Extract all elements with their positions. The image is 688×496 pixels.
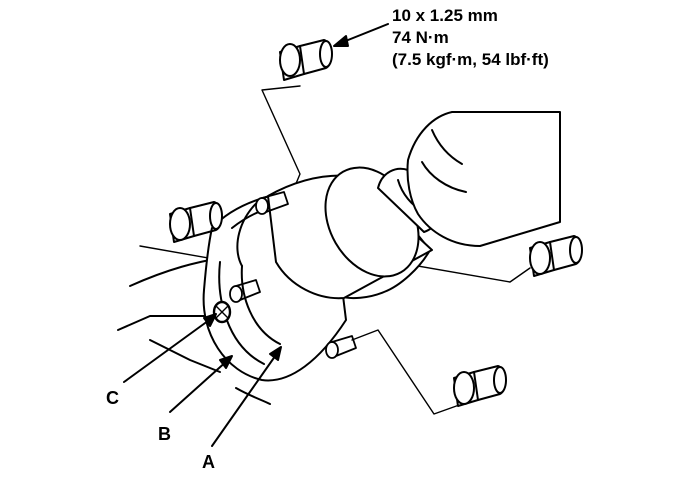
bolt-top: [279, 39, 333, 81]
callout-b-arrow: [169, 359, 229, 413]
flange-studs: [229, 191, 357, 359]
bolt-left: [169, 201, 223, 243]
bolt-right: [529, 235, 583, 277]
torque-spec-line-1: 10 x 1.25 mm: [392, 6, 498, 25]
callout-label-b: B: [158, 424, 171, 444]
part-c-pin: [212, 300, 232, 324]
torque-spec-line-3: (7.5 kgf·m, 54 lbf·ft): [392, 50, 549, 69]
stud-bottom: [325, 335, 357, 359]
callout-c-arrow: [123, 317, 213, 383]
torque-spec-line-2: 74 N·m: [392, 28, 449, 47]
driveshaft: [377, 111, 561, 247]
bolt-bottom: [453, 365, 507, 407]
callout-arrows: [123, 23, 389, 447]
callout-label-c: C: [106, 388, 119, 408]
callout-label-a: A: [202, 452, 215, 472]
stud-top: [255, 191, 289, 215]
stud-mid: [229, 279, 261, 303]
callout-a-arrow: [211, 351, 279, 447]
